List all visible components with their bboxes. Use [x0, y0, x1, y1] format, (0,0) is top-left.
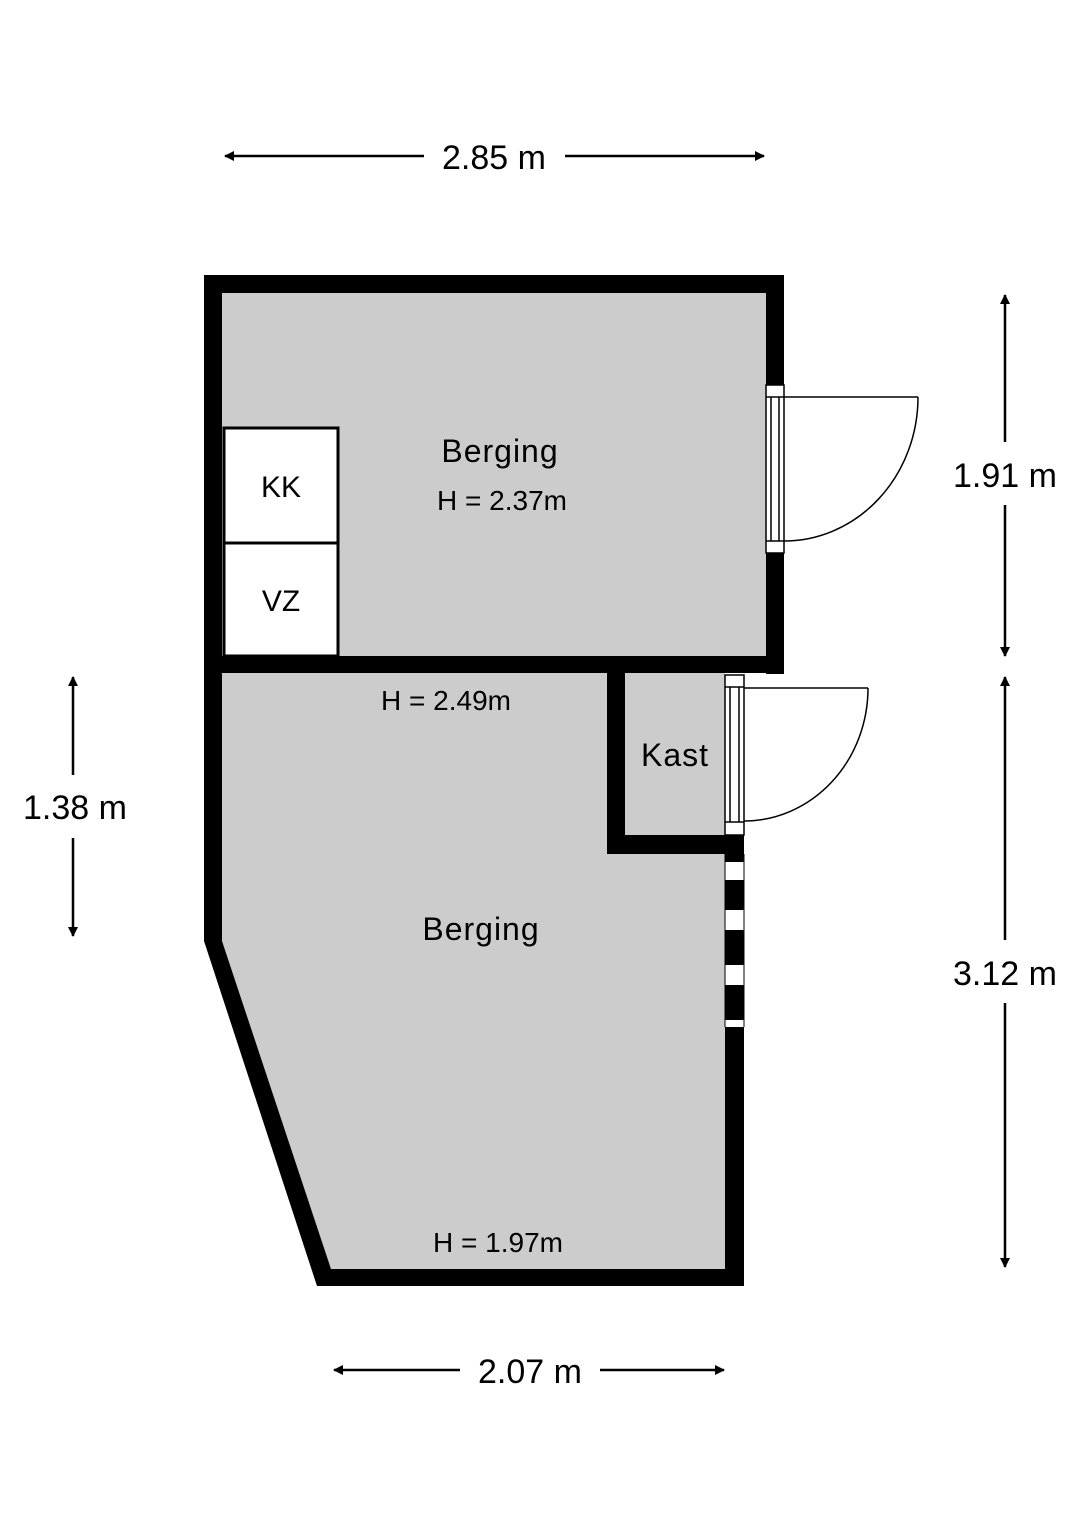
wall-top [204, 275, 784, 293]
dimension-lines [68, 151, 1010, 1375]
kk-label: KK [261, 471, 301, 504]
wall-right-upper-top [766, 275, 784, 385]
closet-floor [625, 673, 725, 835]
right-lower-height-label: 3.12 m [953, 955, 1057, 993]
wall-middle [204, 656, 784, 673]
wall-left-upper [204, 275, 222, 941]
fixtures: KK VZ [222, 426, 340, 658]
upper-door [765, 384, 919, 554]
lower-room-floor [222, 673, 725, 1269]
wall-bottom [317, 1269, 744, 1286]
walls [204, 275, 784, 1286]
closet-name: Kast [641, 737, 709, 773]
dimension-labels: 2.85 m 2.07 m 1.38 m 1.91 m 3.12 m [23, 139, 1057, 1391]
right-upper-height-label: 1.91 m [953, 457, 1057, 495]
wall-closet-left [607, 673, 625, 854]
upper-room-height: H = 2.37m [437, 485, 567, 516]
wall-closet-bottom [607, 835, 744, 854]
left-height-label: 1.38 m [23, 789, 127, 827]
vz-box [222, 541, 340, 658]
floor-fills [222, 292, 768, 1269]
closet-door [724, 674, 869, 836]
upper-room-name: Berging [441, 433, 558, 469]
bottom-width-label: 2.07 m [478, 1353, 582, 1391]
lower-room-height-bottom: H = 1.97m [433, 1227, 563, 1258]
lower-window [724, 854, 745, 1027]
vz-label: VZ [262, 585, 300, 618]
wall-right-lower [725, 1027, 744, 1286]
wall-right-upper-bottom [766, 553, 784, 674]
lower-room-name: Berging [422, 911, 539, 947]
wall-diagonal [204, 941, 331, 1286]
top-width-label: 2.85 m [442, 139, 546, 177]
lower-room-height-top: H = 2.49m [381, 685, 511, 716]
room-labels: Berging H = 2.37m H = 2.49m Kast Berging… [381, 433, 709, 1258]
kk-box [222, 426, 340, 545]
